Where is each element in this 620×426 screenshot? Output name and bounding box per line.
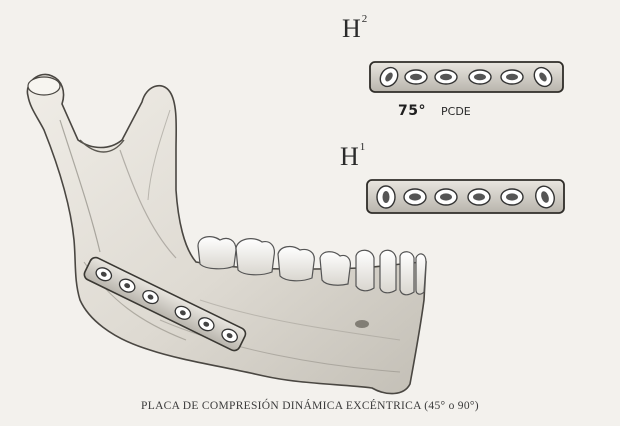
figure-caption: PLACA DE COMPRESIÓN DINÁMICA EXCÉNTRICA …	[90, 400, 530, 412]
bone-plate-icon	[367, 180, 564, 213]
plate-label-h1: H1	[340, 144, 365, 170]
plate-label-h2: H2	[342, 16, 367, 42]
angle-abbreviation: PCDE	[441, 105, 471, 118]
bone-plate-icon	[370, 62, 563, 92]
angle-value: 75°	[398, 103, 426, 119]
